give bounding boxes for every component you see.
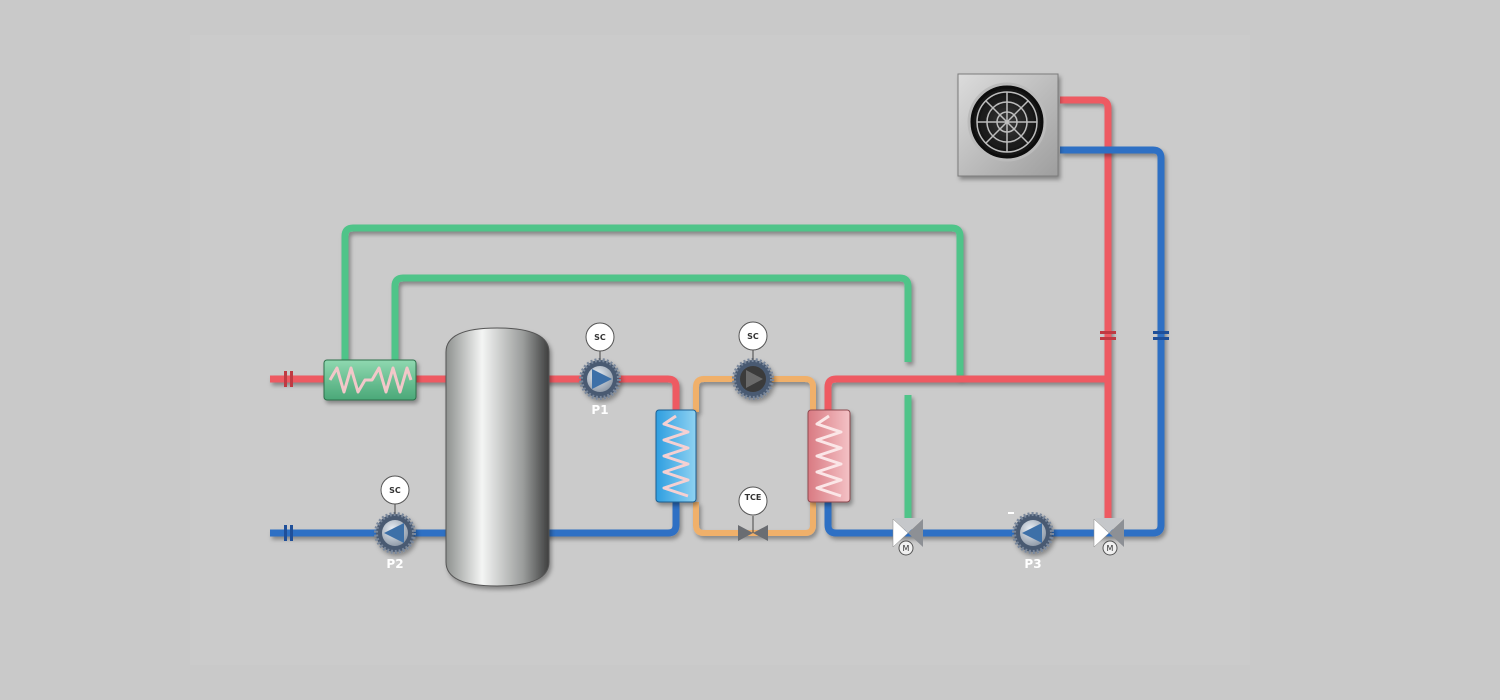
valve-motor-icon: [898, 540, 914, 556]
coil-heat-exchanger[interactable]: [323, 359, 417, 401]
pump-p2-label: P2: [386, 557, 403, 571]
svg-text:SC: SC: [747, 332, 759, 341]
tce-valve[interactable]: TCE: [738, 486, 768, 541]
pump-arrow-icon: [384, 523, 404, 543]
storage-tank[interactable]: [445, 327, 550, 587]
valve-motor-icon: [1102, 540, 1118, 556]
background-panel: [190, 35, 1250, 665]
pump-p3-marker: [1008, 512, 1014, 514]
coil-icon: [662, 414, 690, 498]
pump-arrow-icon: [746, 370, 763, 388]
pump-p3-label: P3: [1024, 557, 1041, 571]
pump-arrow-icon: [1022, 523, 1042, 543]
pump-p3[interactable]: [1012, 512, 1054, 554]
cold-return-circuit: [270, 146, 1165, 537]
coil-icon: [815, 414, 843, 498]
pump-p2[interactable]: [374, 512, 416, 554]
hot-supply-circuit: [270, 96, 1112, 520]
svg-text:M: M: [903, 544, 910, 553]
speed-controller-p2[interactable]: SC: [380, 475, 410, 505]
pump-intermediate[interactable]: [732, 358, 774, 400]
pump-arrow-icon: [592, 369, 612, 389]
svg-text:SC: SC: [594, 333, 606, 342]
three-way-valve-2[interactable]: M: [1093, 518, 1124, 556]
plate-heat-exchanger-cold[interactable]: [655, 409, 697, 503]
three-way-valve-1[interactable]: M: [892, 518, 923, 556]
coil-icon: [328, 366, 413, 394]
plate-heat-exchanger-hot[interactable]: [807, 409, 851, 503]
svg-text:M: M: [1107, 544, 1114, 553]
pump-p1-label: P1: [591, 403, 608, 417]
speed-controller-p1[interactable]: SC: [585, 322, 615, 352]
svg-text:SC: SC: [389, 486, 401, 495]
green-circuit: [341, 224, 964, 520]
dry-cooler-unit[interactable]: [957, 73, 1059, 177]
svg-text:TCE: TCE: [745, 493, 762, 502]
pipe-flanges: [284, 331, 1169, 541]
speed-controller-mid[interactable]: SC: [738, 321, 768, 351]
pump-p1[interactable]: [579, 358, 621, 400]
